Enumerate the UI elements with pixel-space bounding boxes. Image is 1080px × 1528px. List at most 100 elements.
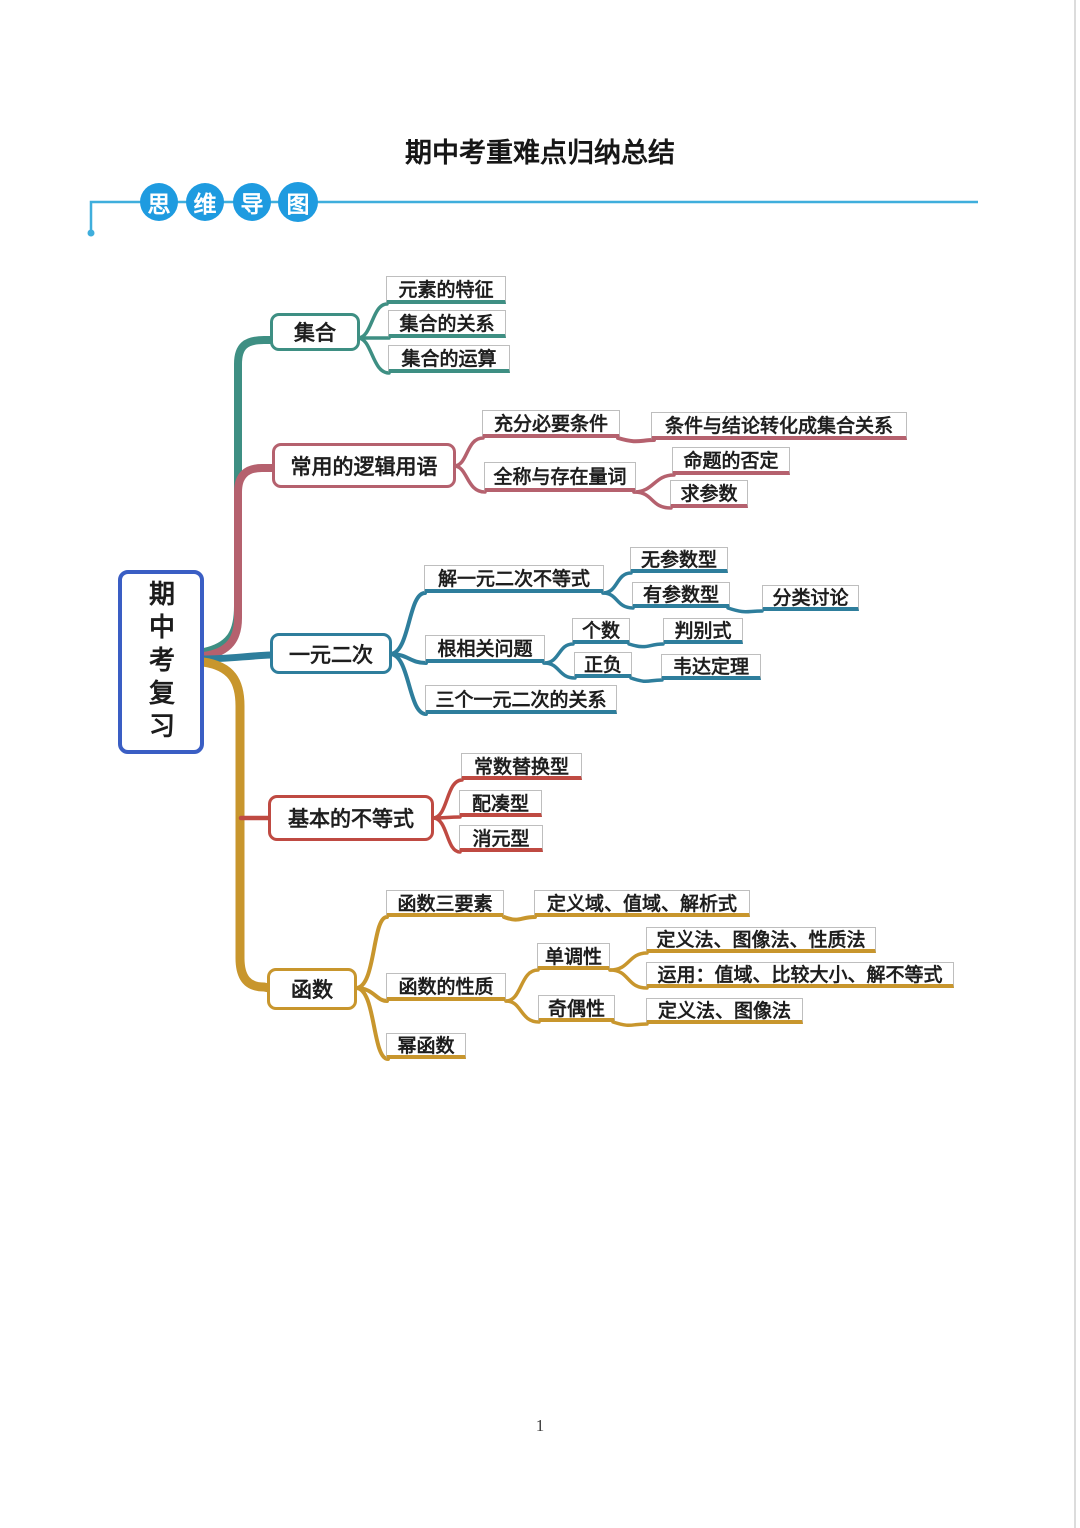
wire-quad-6 [726,606,764,614]
topic-functions: 函数 [267,968,357,1010]
leaf-proposition-negation: 命题的否定 [672,447,790,475]
badge-char: 导 [240,191,264,217]
wire-ineq-2 [431,815,462,820]
page-title: 期中考重难点归纳总结 [405,138,675,168]
topic-sets: 集合 [270,313,360,351]
leaf-set-operations: 集合的运算 [388,345,510,373]
root-node: 期中考复习 [118,570,204,754]
leaf-label: 集合的关系 [399,314,495,335]
leaf-label: 函数的性质 [398,977,494,998]
leaf-application-range-compare-solve: 运用：值域、比较大小、解不等式 [646,962,954,988]
leaf-root-count: 个数 [572,618,630,644]
leaf-label: 集合的运算 [401,349,497,370]
trunk-quadratic [199,651,275,663]
topic-label: 集合 [294,322,336,345]
leaf-label: 配凑型 [471,793,529,815]
leaf-label: 运用：值域、比较大小、解不等式 [657,965,943,986]
leaf-condition-conclusion-to-set-relation: 条件与结论转化成集合关系 [651,412,907,440]
wire-fn-8 [608,968,649,990]
wire-fn-9 [611,1020,649,1028]
leaf-find-parameters: 求参数 [670,480,748,508]
topic-label: 一元二次 [289,643,373,667]
leaf-constant-substitution-type: 常数替换型 [461,753,582,780]
leaf-solve-quadratic-inequality: 解一元二次不等式 [424,565,604,593]
leaf-label: 定义域、值域、解析式 [546,893,737,915]
wire-ineq-1 [431,778,464,820]
topic-logic-terms: 常用的逻辑用语 [272,443,456,488]
leaf-root-related-problems: 根相关问题 [425,635,545,663]
leaf-label: 函数三要素 [397,893,493,915]
wire-quad-4 [601,571,633,595]
header-rule-line [89,200,978,231]
topic-basic-inequality: 基本的不等式 [268,795,434,841]
leaf-label: 韦达定理 [672,657,749,678]
wire-fn-4 [502,915,537,922]
wire-quad-2 [388,652,428,665]
leaf-domain-range-expression: 定义域、值域、解析式 [534,890,750,917]
leaf-label: 充分必要条件 [493,414,608,435]
wire-quad-8 [542,661,577,680]
leaf-label: 解一元二次不等式 [437,569,590,590]
leaf-label: 定义法、图像法 [657,1001,791,1022]
wire-fn-2 [354,986,389,1003]
trunk-sets [200,336,276,656]
leaf-function-properties: 函数的性质 [386,973,506,1001]
header-rule-dot [87,229,95,237]
leaf-root-sign: 正负 [574,652,632,678]
wire-logic-4 [632,473,676,494]
leaf-label: 命题的否定 [683,451,779,472]
leaf-three-quadratic-relations: 三个一元二次的关系 [425,685,617,714]
wire-fn-7 [608,951,649,972]
leaf-definition-graph-methods: 定义法、图像法 [646,998,803,1024]
leaf-set-relations: 集合的关系 [388,310,506,338]
leaf-label: 无参数型 [640,550,717,571]
leaf-parity: 奇偶性 [538,995,615,1022]
leaf-monotonicity: 单调性 [537,943,610,970]
leaf-label: 幂函数 [397,1036,455,1057]
wire-logic-2 [452,464,487,494]
leaf-discriminant: 判别式 [663,618,743,644]
wire-quad-9 [627,642,665,649]
topic-label: 函数 [291,979,333,1002]
wire-fn-6 [504,999,541,1024]
leaf-universal-existential-quantifiers: 全称与存在量词 [484,462,636,492]
leaf-label: 有参数型 [642,585,719,606]
leaf-definition-graph-property-methods: 定义法、图像法、性质法 [646,927,876,953]
trunk-logic [200,464,277,660]
wire-logic-1 [452,436,485,468]
leaf-label: 奇偶性 [547,998,605,1020]
topic-label: 基本的不等式 [288,808,414,831]
wire-fn-5 [504,968,540,1003]
wire-quad-1 [388,591,427,656]
badge-circle-2: 维 [186,183,224,221]
wire-quad-5 [601,591,635,610]
leaf-case-discussion: 分类讨论 [762,585,859,611]
leaf-label: 根相关问题 [437,639,533,660]
leaf-label: 全称与存在量词 [493,467,627,488]
leaf-label: 常数替换型 [473,756,569,778]
wire-quad-7 [542,642,575,665]
wire-fn-3 [354,986,390,1061]
trunk-functions [198,657,274,993]
wire-logic-5 [632,490,673,510]
wire-fn-1 [354,915,389,990]
topic-quadratic: 一元二次 [270,633,392,674]
topic-label: 常用的逻辑用语 [290,455,438,479]
badge-char: 维 [193,191,217,217]
leaf-function-three-elements: 函数三要素 [386,890,504,917]
badge-char: 图 [286,191,310,217]
leaf-label: 定义法、图像法、性质法 [656,930,866,951]
page-right-edge [1074,0,1076,1528]
leaf-sufficient-necessary-condition: 充分必要条件 [482,410,620,438]
wire-ineq-3 [431,816,462,854]
leaf-label: 判别式 [674,621,732,642]
leaf-label: 求参数 [680,484,738,505]
badge-circle-4: 图 [278,182,318,222]
leaf-power-function: 幂函数 [386,1033,466,1059]
badge-char: 思 [147,191,171,217]
leaf-label: 个数 [581,621,620,642]
badge-circle-3: 导 [233,183,271,221]
leaf-label: 元素的特征 [398,280,494,301]
wire-sets-3 [356,336,391,375]
